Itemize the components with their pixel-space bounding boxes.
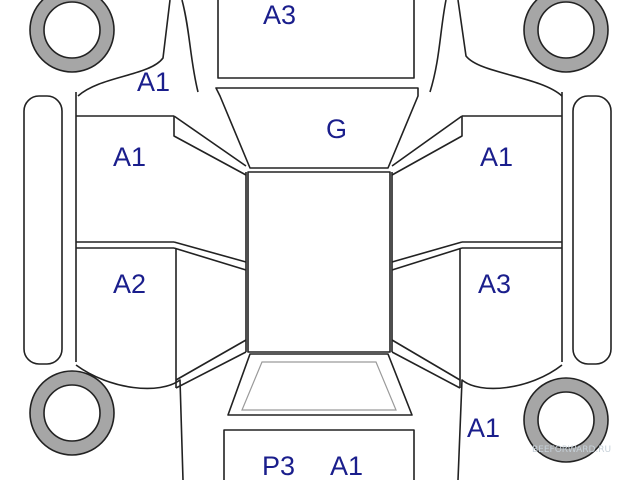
right-body-side: [391, 0, 563, 480]
label-front-left-door: A1: [113, 142, 146, 172]
wheel-front-right: [523, 0, 609, 73]
label-front-bumper: A3: [263, 0, 296, 30]
wheel-rear-right: [523, 377, 609, 463]
rear-window-shape: [227, 353, 413, 416]
hood-shape: [215, 87, 419, 169]
roof-shape: [247, 171, 391, 353]
label-rear-right-fender: A1: [467, 413, 500, 443]
label-hood: G: [326, 114, 347, 144]
label-trunk-grade-2: A1: [330, 451, 363, 480]
left-sill: [23, 95, 63, 365]
label-rear-right-door: A3: [478, 269, 511, 299]
label-front-left-fender: A1: [137, 67, 170, 97]
right-sill: [572, 95, 612, 365]
wheel-front-left: [29, 0, 115, 73]
watermark: BEEFORWARD.RU: [532, 445, 611, 455]
label-trunk-grade-1: P3: [262, 451, 295, 480]
rear-window-inner: [241, 361, 397, 411]
trunk-shape: [223, 429, 415, 480]
left-body-side: [75, 0, 247, 480]
label-rear-left-door: A2: [113, 269, 146, 299]
wheel-rear-left: [29, 370, 115, 456]
label-front-right-door: A1: [480, 142, 513, 172]
front-bumper-shape: [217, 0, 415, 79]
